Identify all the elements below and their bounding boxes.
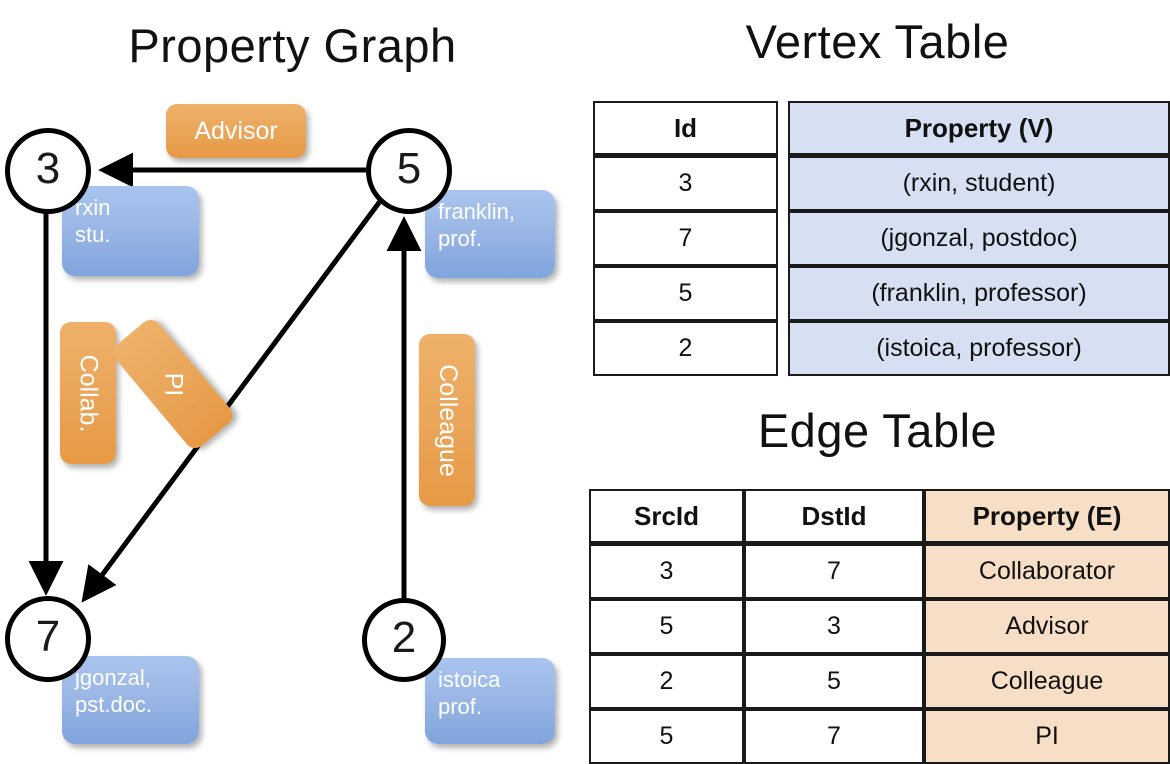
vertex-property-box-5: franklin, prof. (425, 190, 555, 278)
graph-node-2-label: 2 (391, 613, 417, 662)
edge-label-colleague: Colleague (419, 334, 475, 506)
vertex-3-prop-line-1: rxin (75, 195, 111, 220)
graph-node-7: 7 (5, 596, 91, 682)
vertex-table-col-id: Id (593, 101, 778, 156)
table-row: 5 7 PI (589, 709, 1170, 764)
vertex-row-3-id: 2 (593, 321, 778, 376)
edge-row-0-property: Collaborator (924, 544, 1170, 599)
edge-row-1-property: Advisor (924, 599, 1170, 654)
table-row: 5 (franklin, professor) (593, 266, 1170, 321)
vertex-row-2-id: 5 (593, 266, 778, 321)
table-row: 2 (istoica, professor) (593, 321, 1170, 376)
vertex-row-1-id: 7 (593, 211, 778, 266)
vertex-2-prop-line-2: prof. (438, 693, 483, 719)
graph-node-5-label: 5 (396, 144, 422, 193)
graph-node-3: 3 (5, 128, 91, 214)
edge-row-1-dst: 3 (744, 599, 924, 654)
table-row: 5 3 Advisor (589, 599, 1170, 654)
graph-node-3-label: 3 (35, 144, 61, 193)
edge-5-to-7-pi (81, 198, 384, 603)
edge-label-collab-text: Collab. (74, 354, 103, 432)
vertex-table: Id Property (V) 3 (rxin, student) 7 (jgo… (593, 101, 1170, 376)
vertex-row-3-property: (istoica, professor) (788, 321, 1170, 376)
vertex-row-1-gap (778, 211, 788, 266)
edge-row-2-src: 2 (589, 654, 744, 709)
edge-label-advisor: Advisor (166, 104, 306, 158)
graph-node-5: 5 (366, 128, 452, 214)
vertex-3-prop-line-2: stu. (75, 221, 111, 247)
vertex-row-3-gap (778, 321, 788, 376)
property-graph-diagram: rxin stu. franklin, prof. jgonzal, pst.d… (0, 0, 585, 760)
edge-row-3-dst: 7 (744, 709, 924, 764)
vertex-table-col-property: Property (V) (788, 101, 1170, 156)
vertex-row-1-property: (jgonzal, postdoc) (788, 211, 1170, 266)
edge-table: SrcId DstId Property (E) 3 7 Collaborato… (589, 489, 1170, 764)
vertex-5-prop-line-1: franklin, (438, 199, 516, 224)
vertex-7-prop-line-2: pst.doc. (75, 691, 153, 717)
vertex-row-2-property: (franklin, professor) (788, 266, 1170, 321)
edge-table-col-dstid: DstId (744, 489, 924, 544)
edge-row-3-src: 5 (589, 709, 744, 764)
edge-table-col-property: Property (E) (924, 489, 1170, 544)
table-row: 3 7 Collaborator (589, 544, 1170, 599)
vertex-table-header-row: Id Property (V) (593, 101, 1170, 156)
edge-row-3-property: PI (924, 709, 1170, 764)
graph-node-2: 2 (362, 598, 446, 682)
page-title-property-graph: Property Graph (128, 19, 457, 72)
vertex-2-prop-line-1: istoica (438, 667, 501, 692)
vertex-table-col-gap (778, 101, 788, 156)
edge-row-2-property: Colleague (924, 654, 1170, 709)
vertex-row-0-id: 3 (593, 156, 778, 211)
edge-table-header-row: SrcId DstId Property (E) (589, 489, 1170, 544)
edge-row-0-src: 3 (589, 544, 744, 599)
edge-table-col-srcid: SrcId (589, 489, 744, 544)
graph-edges-svg (28, 152, 422, 603)
edge-label-pi-text: PI (159, 372, 188, 396)
edge-label-advisor-text: Advisor (194, 116, 278, 145)
vertex-row-0-property: (rxin, student) (788, 156, 1170, 211)
edge-label-colleague-text: Colleague (433, 363, 462, 477)
table-row: 7 (jgonzal, postdoc) (593, 211, 1170, 266)
vertex-5-prop-line-2: prof. (438, 225, 483, 251)
graph-node-7-label: 7 (35, 612, 61, 661)
page-title-vertex-table: Vertex Table (745, 15, 1010, 68)
vertex-property-box-2: istoica prof. (425, 658, 555, 744)
edge-row-1-src: 5 (589, 599, 744, 654)
table-row: 2 5 Colleague (589, 654, 1170, 709)
table-row: 3 (rxin, student) (593, 156, 1170, 211)
vertex-row-0-gap (778, 156, 788, 211)
edge-row-0-dst: 7 (744, 544, 924, 599)
edge-row-2-dst: 5 (744, 654, 924, 709)
vertex-property-box-7: jgonzal, pst.doc. (62, 656, 199, 744)
vertex-7-prop-line-1: jgonzal, (75, 665, 151, 690)
vertex-property-box-3: rxin stu. (62, 186, 199, 276)
page-title-edge-table: Edge Table (757, 404, 998, 457)
vertex-row-2-gap (778, 266, 788, 321)
edge-label-collab: Collab. (60, 322, 116, 464)
